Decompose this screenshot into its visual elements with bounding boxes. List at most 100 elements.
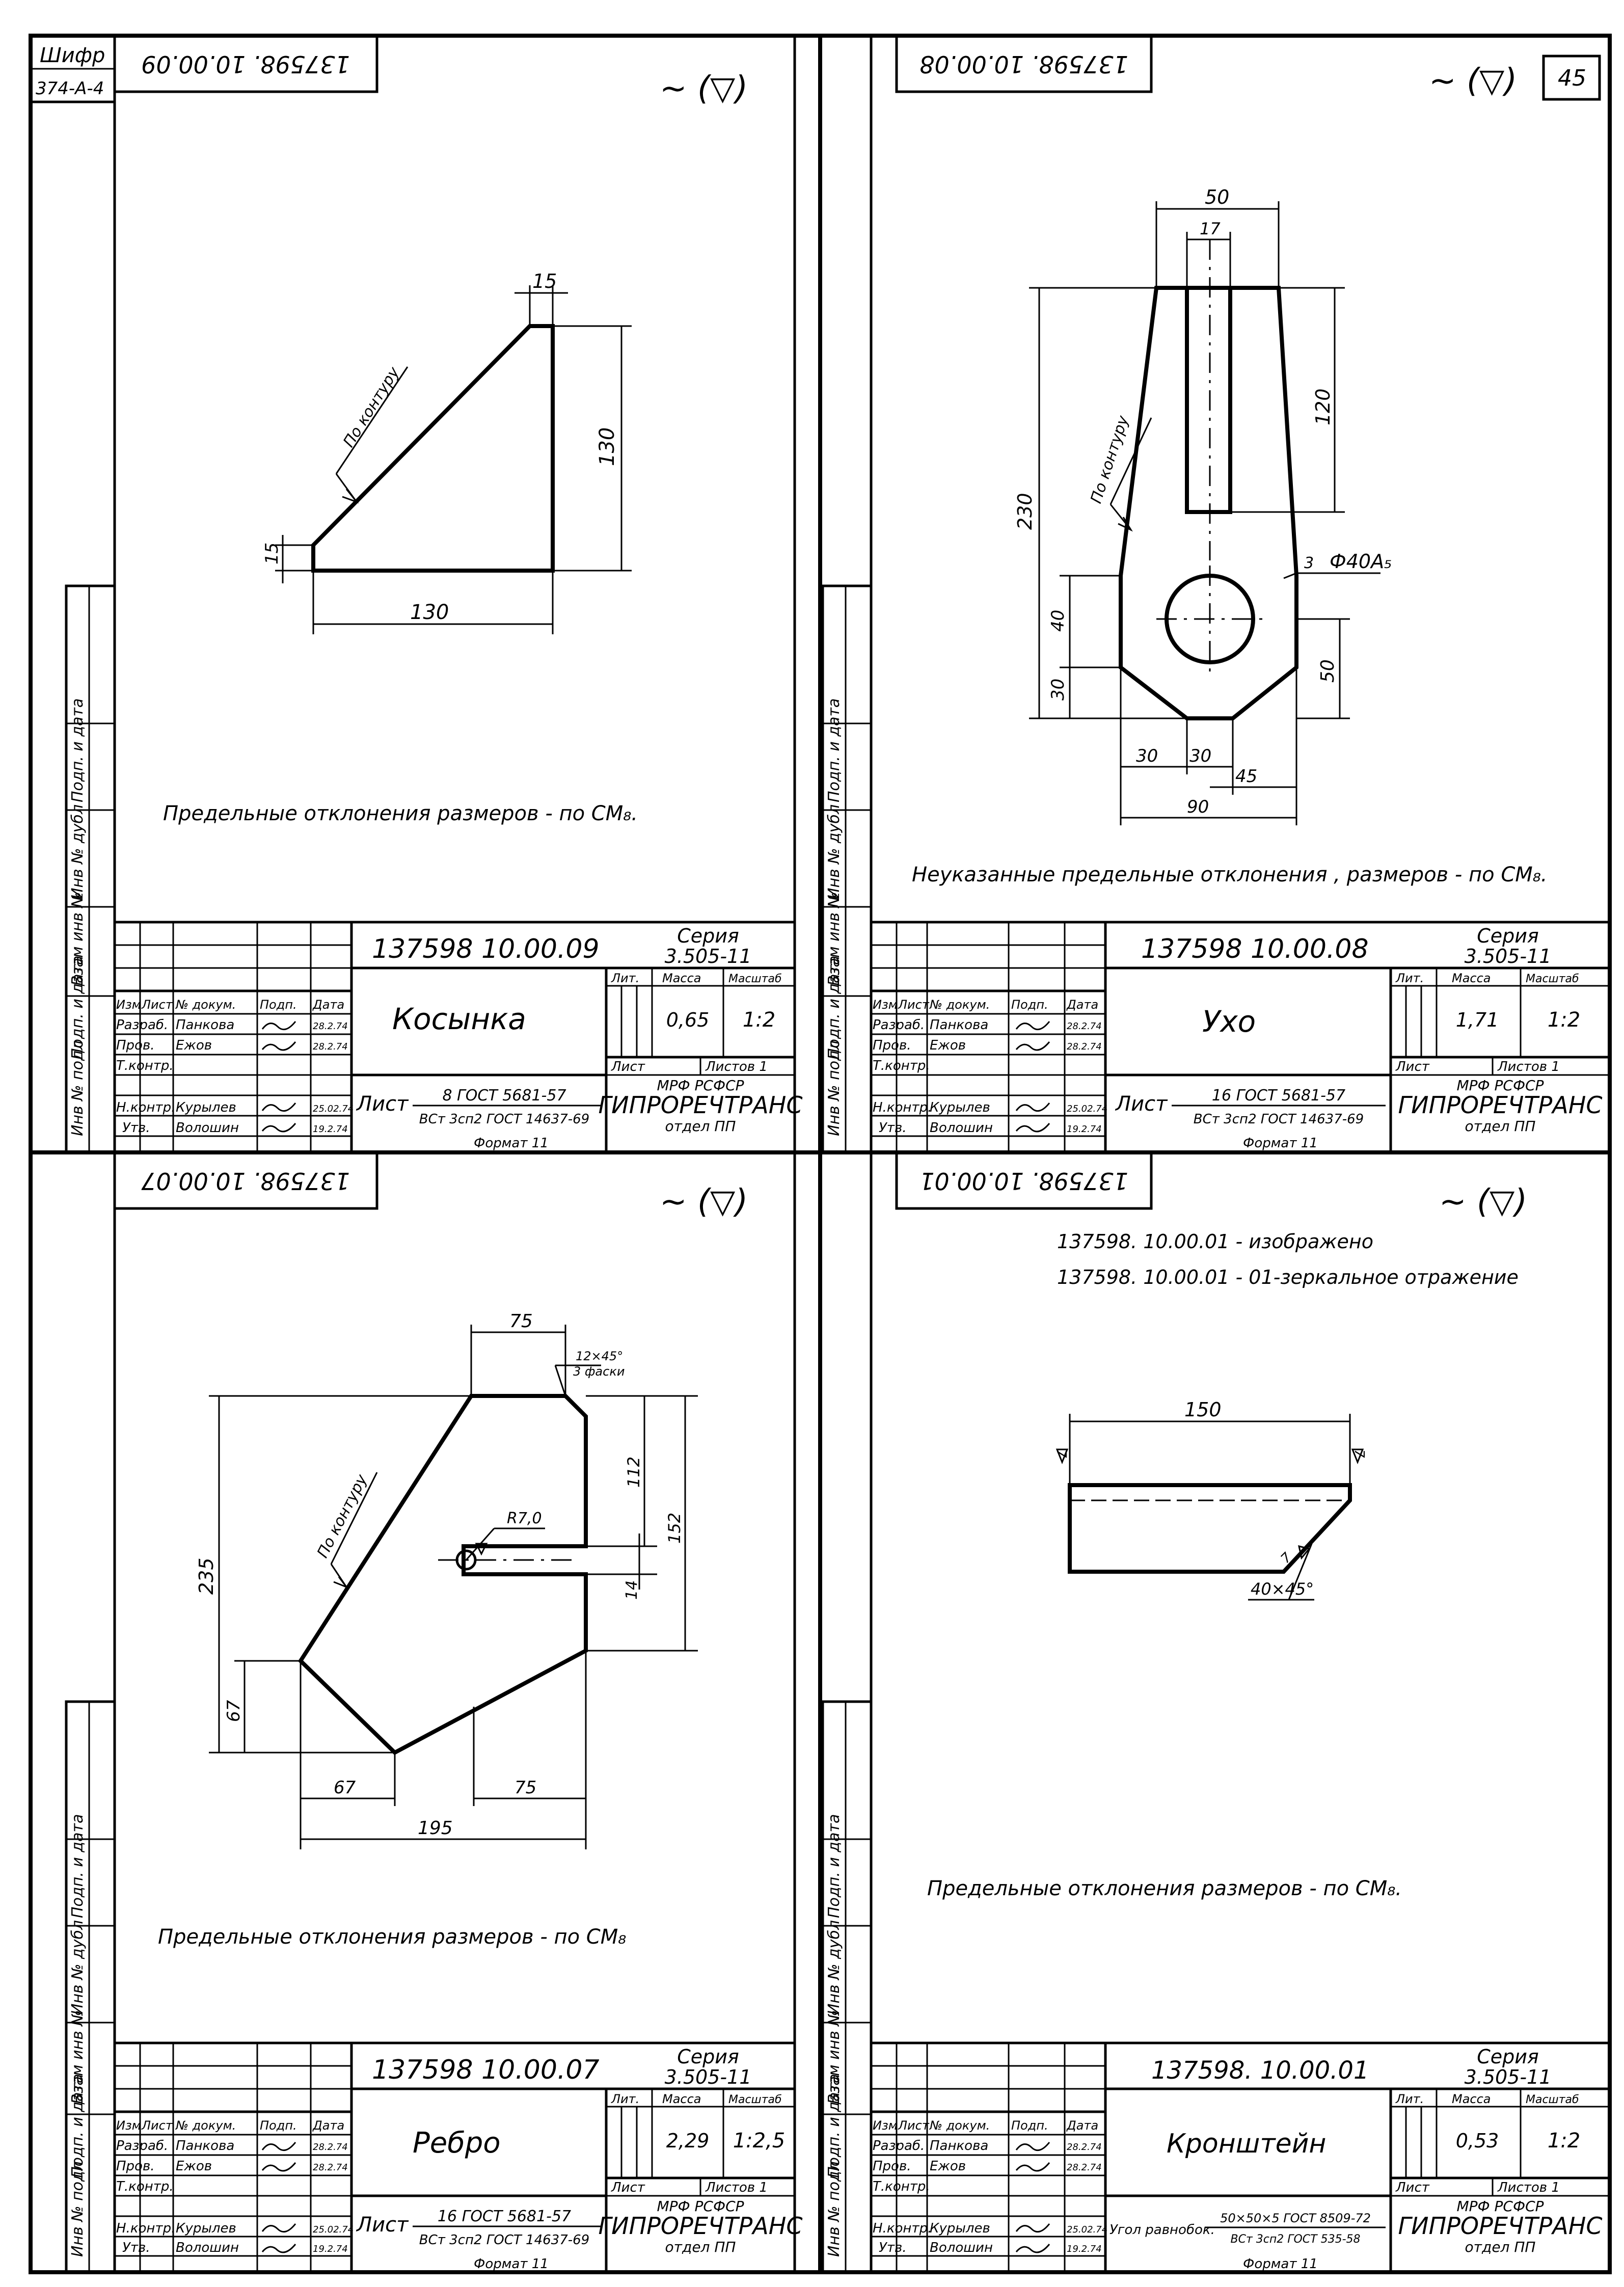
sign-date: 25.02.74 — [1067, 1104, 1107, 1114]
cipher-label: Шифр — [40, 44, 105, 67]
col-header: Подп. — [260, 998, 297, 1012]
role-label: Утв. — [879, 2240, 907, 2255]
weld-mark-right: 7 — [1351, 1448, 1367, 1465]
scale-label: Масштаб — [1526, 2093, 1579, 2106]
side-label: Подп. и дата — [825, 698, 843, 802]
org-top: МРФ РСФСР — [1456, 1077, 1544, 1094]
side-label: Взам инв № — [69, 2010, 87, 2104]
person-name: Панкова — [930, 1017, 988, 1033]
stamp-code: 137598. 10.00.09 — [141, 50, 350, 78]
scale-label: Масштаб — [728, 2093, 782, 2106]
col-header: Подп. — [260, 2118, 297, 2133]
role-label: Утв. — [879, 1120, 907, 1136]
material-bottom: ВСт 3сп2 ГОСТ 14637-69 — [1194, 1112, 1364, 1127]
side-label: Подп. и дата — [69, 1814, 87, 1918]
scale-label: Масштаб — [728, 973, 782, 985]
role-label: Пров. — [116, 2159, 155, 2174]
dim-40: 40 — [1048, 610, 1068, 632]
role-label: Пров. — [873, 1038, 911, 1053]
person-name: Курылев — [930, 2221, 990, 2236]
format-label: Формат 11 — [474, 1136, 549, 1151]
lit-label: Лит. — [1395, 971, 1424, 985]
lit-label: Лит. — [611, 2092, 639, 2106]
org-dept: отдел ПП — [1465, 1118, 1536, 1135]
dim-130-height: 130 — [596, 427, 619, 466]
role-label: Т.контр. — [873, 1058, 930, 1073]
roughness-mark: ∼ (▽) — [1429, 62, 1517, 100]
side-label: Подп. и дата — [69, 2074, 87, 2178]
chamfer-note: 3 фаски — [573, 1364, 625, 1379]
weld-mark — [475, 1543, 488, 1556]
side-label: Взам инв № — [69, 892, 87, 986]
sheet-label: Лист — [1395, 2180, 1430, 2195]
sign-date: 28.2.74 — [313, 1041, 348, 1052]
sheets-label: Листов 1 — [705, 1059, 768, 1074]
sign-date: 28.2.74 — [313, 1021, 348, 1032]
series-label: Серия — [677, 925, 739, 947]
stamp-code: 137598. 10.00.01 — [919, 1167, 1128, 1195]
mass-label: Масса — [1452, 2092, 1491, 2106]
dim-30-a: 30 — [1136, 746, 1158, 766]
stamp-code: 137598. 10.00.08 — [919, 50, 1128, 78]
signature — [1015, 2223, 1050, 2233]
role-label: Разраб. — [873, 2138, 925, 2154]
person-name: Курылев — [930, 1100, 990, 1115]
stamp-box: 137598. 10.00.01 — [895, 1151, 1153, 1210]
side-label: Инв № дубл — [69, 1920, 87, 2015]
part-name: Ребро — [413, 2127, 501, 2160]
designation: 137598 10.00.09 — [372, 934, 600, 964]
part-drawing: 50 17 120 230 40 30 50 — [1014, 186, 1392, 825]
mass-value: 0,53 — [1456, 2130, 1499, 2152]
sheets-label: Листов 1 — [1497, 2180, 1560, 2195]
sheet-label: Лист — [611, 2180, 645, 2195]
side-label: Инв № подл — [825, 2161, 843, 2257]
title-block: Изм Лист № докум. Подп. Дата Разраб. Пан… — [870, 921, 1611, 1154]
signature — [261, 2223, 296, 2233]
person-name: Волошин — [176, 2240, 239, 2255]
col-header: Изм — [116, 998, 141, 1012]
person-name: Панкова — [176, 2138, 234, 2154]
part-outline — [1068, 1483, 1352, 1574]
panel-inner-frame — [870, 1151, 1611, 2274]
series-label: Серия — [677, 2046, 739, 2068]
col-header: № докум. — [175, 2118, 236, 2133]
designation: 137598 10.00.08 — [1141, 934, 1369, 964]
person-name: Волошин — [176, 1120, 239, 1136]
format-label: Формат 11 — [1243, 2256, 1318, 2272]
dim-45: 45 — [1235, 766, 1257, 787]
series-number: 3.505-11 — [665, 2066, 752, 2088]
org-dept: отдел ПП — [665, 1118, 736, 1135]
designation: 137598. 10.00.01 — [1151, 2056, 1369, 2085]
sign-date: 25.02.74 — [313, 1104, 354, 1114]
role-label: Т.контр. — [116, 1058, 174, 1073]
sign-date: 28.2.74 — [313, 2142, 348, 2153]
dim-67-horiz: 67 — [334, 1778, 356, 1798]
part-outline — [1119, 286, 1298, 720]
side-strip: Инв № подл Подп. и дата Взам инв № Инв №… — [821, 584, 873, 1154]
role-label: Т.контр. — [873, 2179, 930, 2194]
material-top: 16 ГОСТ 5681-57 — [1212, 1087, 1345, 1105]
series-number: 3.505-11 — [665, 945, 752, 967]
org-top: МРФ РСФСР — [1456, 2198, 1544, 2215]
side-label: Подп. и дата — [69, 698, 87, 802]
col-header: Изм — [873, 998, 898, 1012]
side-label: Инв № подл — [69, 2161, 87, 2257]
side-label: Подп. и дата — [825, 956, 843, 1060]
sign-date: 28.2.74 — [1067, 1041, 1102, 1052]
stamp-box: 137598. 10.00.08 — [895, 34, 1153, 93]
role-label: Пров. — [873, 2159, 911, 2174]
part-drawing: 15 130 15 130 По контуру — [262, 270, 632, 634]
side-label: Подп. и дата — [825, 1814, 843, 1918]
note-text: Предельные отклонения размеров - по СМ₈ — [158, 1925, 626, 1949]
stamp-box: 137598. 10.00.09 — [113, 34, 378, 93]
panel-rebro: 137598. 10.00.07 ∼ (▽) Инв № подл Подп. … — [65, 1151, 802, 2274]
col-header: Лист — [898, 2118, 930, 2133]
side-strip: Инв № подл Подп. и дата Взам инв № Инв №… — [821, 1700, 873, 2274]
sign-date: 19.2.74 — [1067, 2244, 1102, 2254]
panel-kronshtein: 137598. 10.00.01 ∼ (▽) Инв № подл Подп. … — [821, 1151, 1611, 2274]
dim-230: 230 — [1014, 493, 1036, 530]
dim-50-right: 50 — [1317, 659, 1338, 683]
part-outline — [297, 1394, 588, 1755]
title-block: Изм Лист № докум. Подп. Дата Разраб. Пан… — [870, 2041, 1611, 2274]
col-header: № докум. — [175, 998, 236, 1012]
